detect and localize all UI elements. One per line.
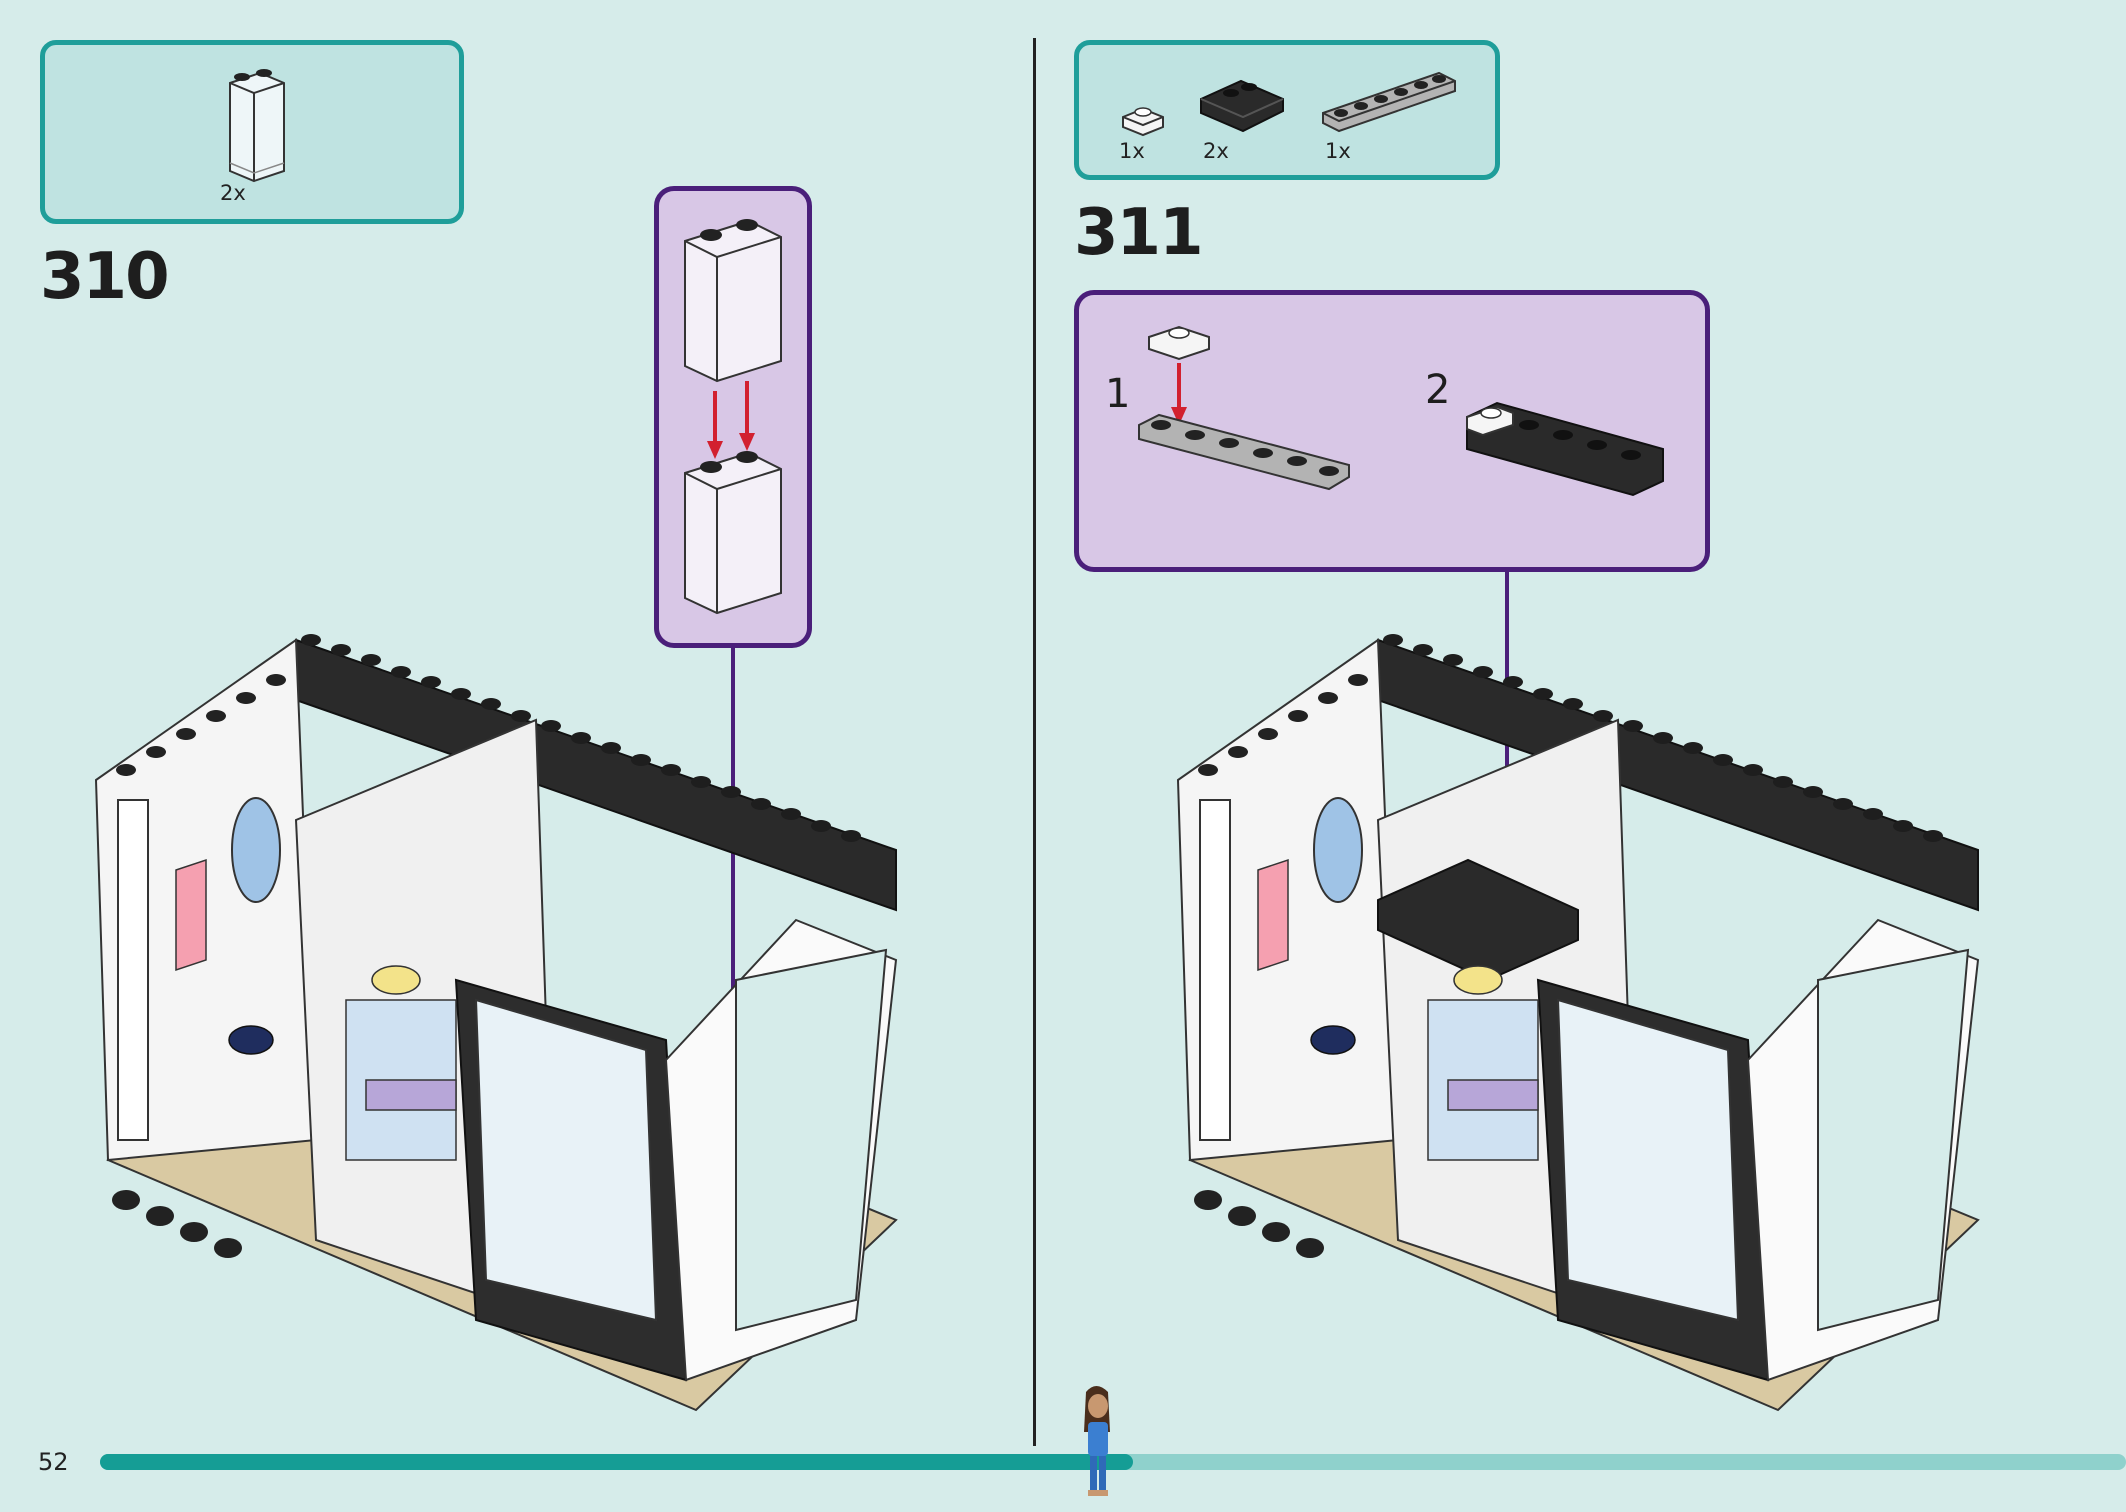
step-number-310: 310 <box>40 240 170 314</box>
part-qty-transparent-panel: 2x <box>220 181 246 205</box>
part-qty-white-plate: 1x <box>1119 139 1145 163</box>
model-illustration-step-310 <box>94 634 898 1412</box>
page-divider <box>1033 38 1036 1446</box>
part-qty-black-tile: 2x <box>1203 139 1229 163</box>
substep-number-2: 2 <box>1425 367 1451 413</box>
progress-fill <box>100 1454 1133 1470</box>
model-illustration-step-311 <box>1176 634 1980 1412</box>
substep-2-illustration <box>1466 401 1664 497</box>
part-qty-grey-plate: 1x <box>1325 139 1351 163</box>
parts-list-step-311: 1x 2x 1x <box>1074 40 1500 180</box>
minidoll-progress-icon <box>1084 1386 1110 1496</box>
page-number: 52 <box>38 1448 69 1476</box>
substep-1-illustration <box>1138 325 1350 491</box>
black-tile-2x2-part-icon <box>1200 79 1284 133</box>
transparent-panel-part-icon <box>229 69 285 183</box>
substep-number-1: 1 <box>1105 371 1131 417</box>
panel-stack-illustration <box>684 219 782 615</box>
parts-list-step-310: 2x <box>40 40 464 224</box>
progress-bar <box>100 1454 2126 1470</box>
grey-plate-1x6-part-icon <box>1322 71 1456 133</box>
callout-panel-stack <box>654 186 812 648</box>
step-number-311: 311 <box>1074 196 1204 270</box>
white-plate-1x1-part-icon <box>1122 107 1164 137</box>
callout-substeps: 1 2 <box>1074 290 1710 572</box>
